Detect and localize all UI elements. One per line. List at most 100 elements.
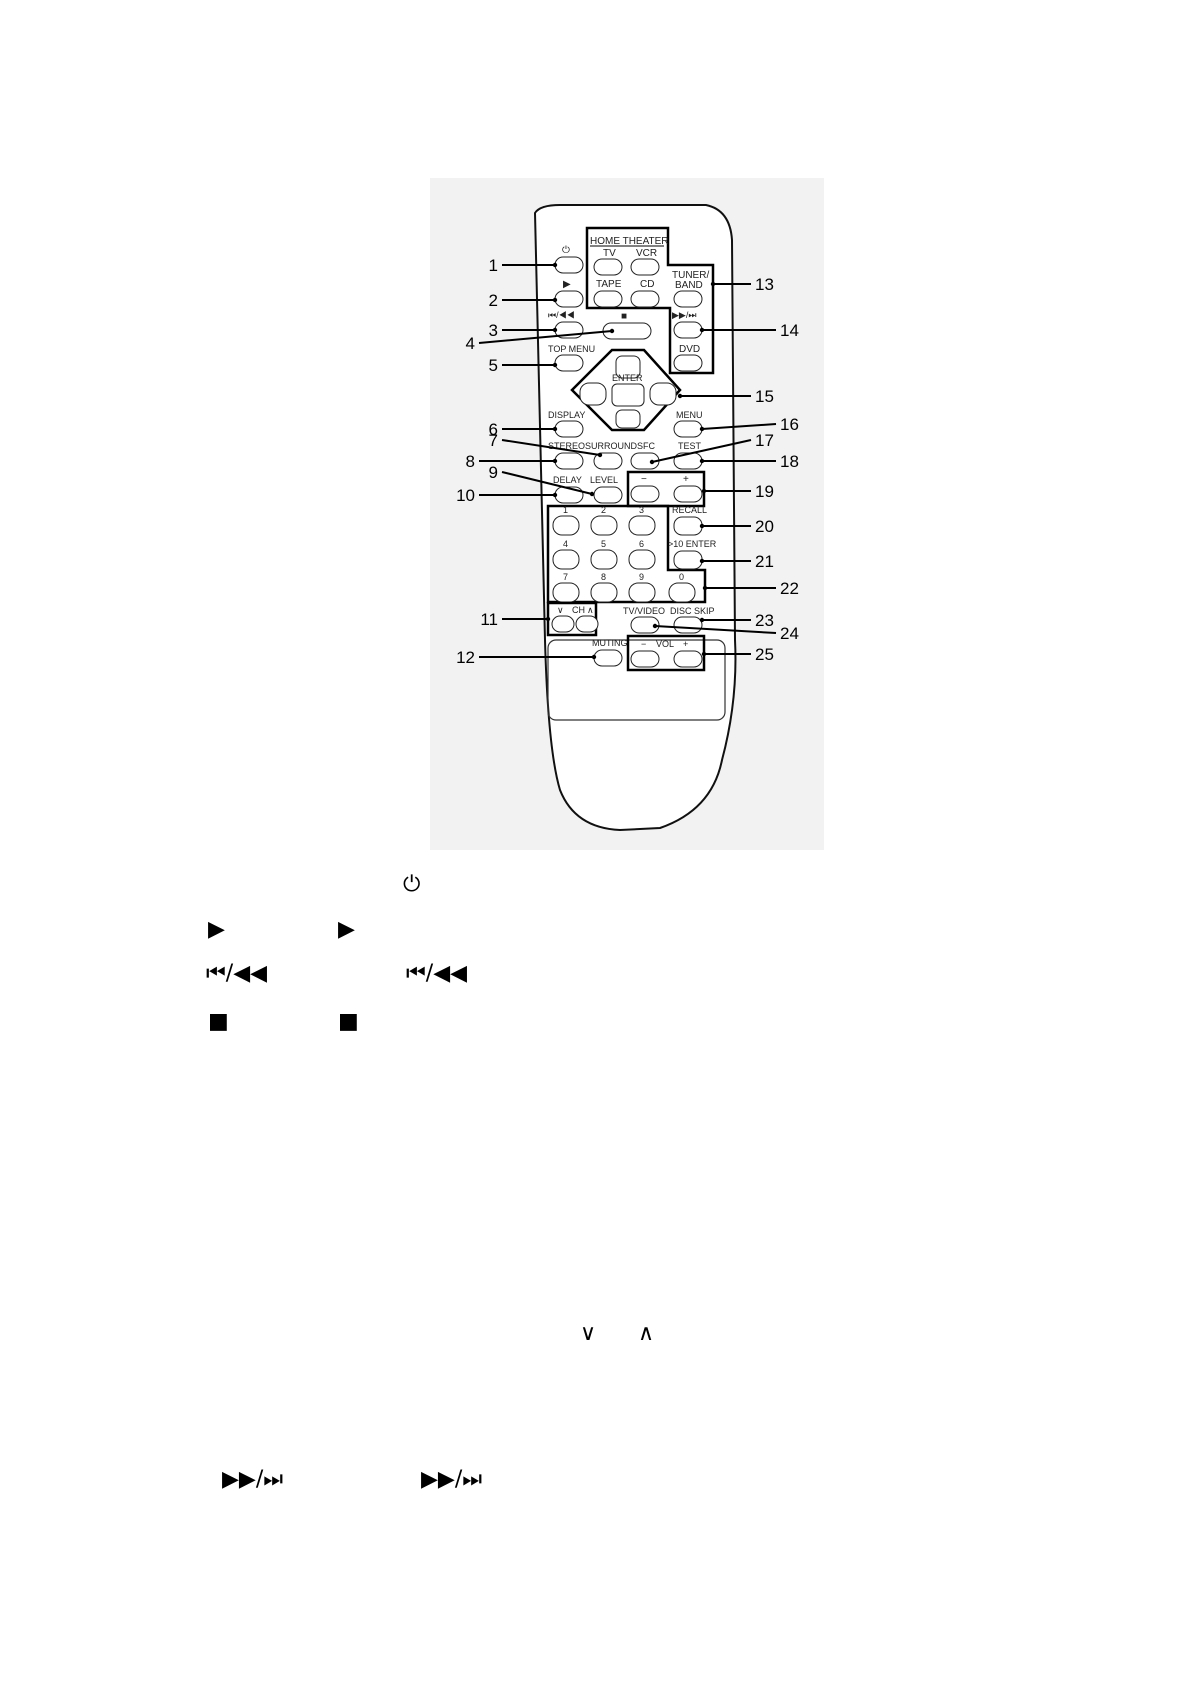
digit-label-4: 4 [563, 539, 568, 549]
digit-button-9[interactable] [628, 582, 656, 603]
enter-button[interactable] [611, 383, 645, 407]
digit-button-8[interactable] [590, 582, 618, 603]
delay-label: DELAY [553, 475, 582, 485]
digit-button-2[interactable] [590, 515, 618, 536]
digit-label-0: 0 [679, 572, 684, 582]
legend-stop-symbol-a: ■ [208, 1009, 229, 1034]
tape-label: TAPE [596, 279, 622, 290]
display-label: DISPLAY [548, 410, 585, 420]
tape-button[interactable] [593, 290, 623, 308]
recall-button[interactable] [673, 516, 703, 536]
vol-minus-label: − [641, 639, 646, 649]
plus-label: + [683, 474, 689, 485]
cursor-down-button[interactable] [615, 409, 641, 429]
callout-dot-17 [649, 459, 655, 465]
menu-button[interactable] [673, 420, 703, 438]
callout-number-24: 24 [780, 624, 799, 643]
callout-number-1: 1 [489, 256, 498, 275]
callouts: 1234567891011121314151617181920212223242… [456, 256, 799, 667]
callout-number-10: 10 [456, 486, 475, 505]
callout-number-25: 25 [755, 645, 774, 664]
callout-number-16: 16 [780, 415, 799, 434]
tuner-band-button[interactable] [673, 290, 703, 308]
legend-play-symbol-a: ▶ [208, 917, 225, 942]
digit-button-4[interactable] [552, 549, 580, 570]
legend-stop-symbol-b: ■ [338, 1009, 359, 1034]
legend-ch-up-symbol: ∧ [638, 1321, 655, 1346]
digit-label-9: 9 [639, 572, 644, 582]
minus-button[interactable] [630, 485, 660, 503]
vcr-button[interactable] [630, 258, 660, 276]
callout-number-19: 19 [755, 482, 774, 501]
digit-button-3[interactable] [628, 515, 656, 536]
play-button[interactable] [554, 290, 584, 308]
callout-number-18: 18 [780, 452, 799, 471]
power-button[interactable] [554, 256, 584, 274]
callout-dot-24 [652, 623, 658, 629]
callout-dot-1 [552, 262, 558, 268]
plus10-enter-label: >10 ENTER [668, 539, 717, 549]
ch-up-button[interactable] [575, 615, 599, 633]
cursor-right-button[interactable] [649, 382, 677, 406]
digit-button-1[interactable] [552, 515, 580, 536]
stereo-button[interactable] [554, 452, 584, 470]
disc-skip-label: DISC SKIP [670, 606, 715, 616]
recall-label: RECALL [672, 505, 707, 515]
tv-button[interactable] [593, 258, 623, 276]
cursor-left-button[interactable] [579, 382, 607, 406]
callout-number-8: 8 [466, 452, 475, 471]
callout-number-5: 5 [489, 356, 498, 375]
top-menu-button[interactable] [554, 354, 584, 372]
digit-button-0[interactable] [668, 582, 696, 603]
muting-button[interactable] [593, 649, 623, 667]
callout-number-2: 2 [489, 291, 498, 310]
callout-dot-4 [609, 328, 615, 334]
plus-button[interactable] [673, 485, 703, 503]
surround-button[interactable] [593, 452, 623, 470]
callout-dot-15 [677, 393, 683, 399]
test-label: TEST [678, 441, 702, 451]
callout-dot-13 [710, 281, 716, 287]
legend-skip-back-symbol-b: ⏮/◀◀ [406, 961, 468, 986]
callout-number-22: 22 [780, 579, 799, 598]
callout-number-15: 15 [755, 387, 774, 406]
play-symbol: ▶ [563, 279, 571, 290]
skip-fwd-button[interactable] [673, 321, 703, 339]
level-label: LEVEL [590, 475, 618, 485]
callout-dot-23 [699, 617, 705, 623]
display-button[interactable] [554, 420, 584, 438]
stereo-label: STEREO [548, 441, 585, 451]
callout-number-12: 12 [456, 648, 475, 667]
callout-dot-7 [597, 452, 603, 458]
plus10-enter-button[interactable] [673, 550, 703, 570]
ch-down-button[interactable] [551, 615, 575, 633]
callout-line-7 [501, 439, 601, 456]
tuner-band-label-1: TUNER/ [672, 270, 709, 281]
cursor-up-button[interactable] [615, 355, 641, 379]
minus-label: − [641, 474, 647, 485]
skip-back-symbol: ⏮/◀◀ [548, 310, 575, 320]
tv-video-button[interactable] [630, 616, 660, 634]
digit-label-3: 3 [639, 505, 644, 515]
digit-button-7[interactable] [552, 582, 580, 603]
callout-dot-20 [699, 523, 705, 529]
digit-label-5: 5 [601, 539, 606, 549]
level-button[interactable] [593, 486, 623, 504]
menu-label: MENU [676, 410, 703, 420]
tv-label: TV [603, 248, 616, 259]
cd-button[interactable] [630, 290, 660, 308]
digit-button-6[interactable] [628, 549, 656, 570]
vcr-label: VCR [636, 248, 657, 259]
dvd-button[interactable] [673, 354, 703, 372]
digit-button-5[interactable] [590, 549, 618, 570]
callout-number-4: 4 [466, 334, 475, 353]
disc-skip-button[interactable] [673, 616, 703, 634]
home-theater-box [585, 226, 715, 375]
cd-label: CD [640, 279, 654, 290]
enter-label: ENTER [612, 373, 643, 383]
callout-dot-16 [699, 426, 705, 432]
vol-minus-button[interactable] [630, 650, 660, 668]
vol-plus-button[interactable] [673, 650, 703, 668]
digit-label-1: 1 [563, 505, 568, 515]
